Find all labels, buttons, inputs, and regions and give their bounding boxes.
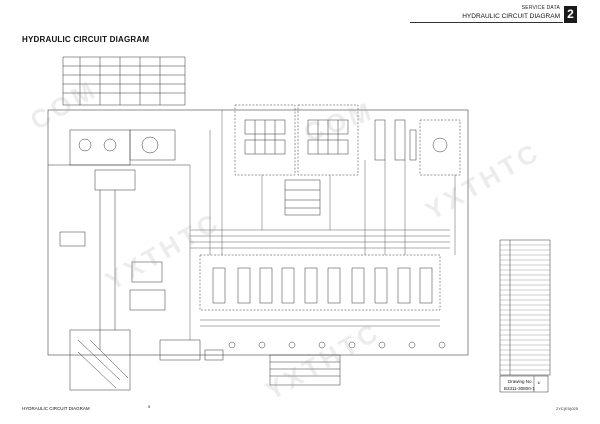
chapter-badge: 2 <box>564 6 577 23</box>
header-section: SERVICE DATA <box>521 5 560 11</box>
bottom-components <box>159 339 446 386</box>
tank <box>69 329 131 391</box>
parts-list-table <box>499 239 551 376</box>
page-title: HYDRAULIC CIRCUIT DIAGRAM <box>22 35 150 44</box>
drawing-page-indicator: 1/ <box>537 380 541 385</box>
right-upper-components <box>374 119 461 176</box>
upper-valve-right <box>297 104 359 176</box>
footer-title: HYDRAULIC CIRCUIT DIAGRAM <box>22 406 90 411</box>
header-title: HYDRAULIC CIRCUIT DIAGRAM <box>462 13 560 20</box>
footer-page-number: 5 <box>148 404 151 409</box>
drawing-number-label: Drawing No. <box>508 379 533 384</box>
upper-valve-left <box>234 104 296 176</box>
header-rule <box>410 22 563 23</box>
main-control-valve <box>199 254 441 311</box>
swivel-joint <box>284 179 321 216</box>
left-mid-components <box>59 190 166 350</box>
footer-code: 2YC(E0)025 <box>555 406 578 411</box>
pump-group <box>48 129 190 191</box>
drawing-number-box <box>499 375 549 393</box>
drawing-number-value: B3311-30800-1 <box>504 386 535 391</box>
reference-table <box>62 56 186 106</box>
